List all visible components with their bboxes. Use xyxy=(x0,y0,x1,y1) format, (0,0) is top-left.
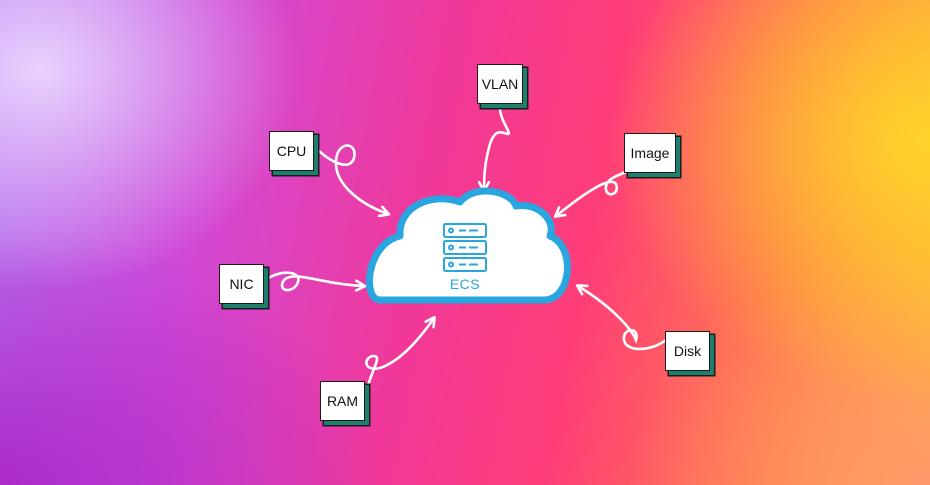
ecs-cloud xyxy=(365,187,571,304)
node-nic: NIC xyxy=(219,264,264,304)
nic-arrow xyxy=(264,271,364,290)
vlan-arrow xyxy=(484,106,511,190)
server-rack-icon xyxy=(443,223,487,272)
node-image-label: Image xyxy=(630,145,670,161)
node-cpu: CPU xyxy=(269,131,314,171)
node-ram-label: RAM xyxy=(326,393,359,409)
node-disk: Disk xyxy=(665,331,710,371)
image-arrow xyxy=(556,170,628,216)
ecs-label: ECS xyxy=(449,276,481,292)
node-vlan-label: VLAN xyxy=(481,76,519,92)
node-disk-label: Disk xyxy=(673,343,702,359)
cpu-arrow xyxy=(314,144,388,215)
disk-arrow xyxy=(578,286,668,351)
ram-arrow xyxy=(365,318,434,388)
node-image: Image xyxy=(624,133,676,173)
node-cpu-label: CPU xyxy=(276,143,307,159)
node-vlan: VLAN xyxy=(477,64,523,104)
cloud-shape xyxy=(365,187,571,304)
node-ram: RAM xyxy=(320,381,365,421)
node-nic-label: NIC xyxy=(229,276,254,292)
